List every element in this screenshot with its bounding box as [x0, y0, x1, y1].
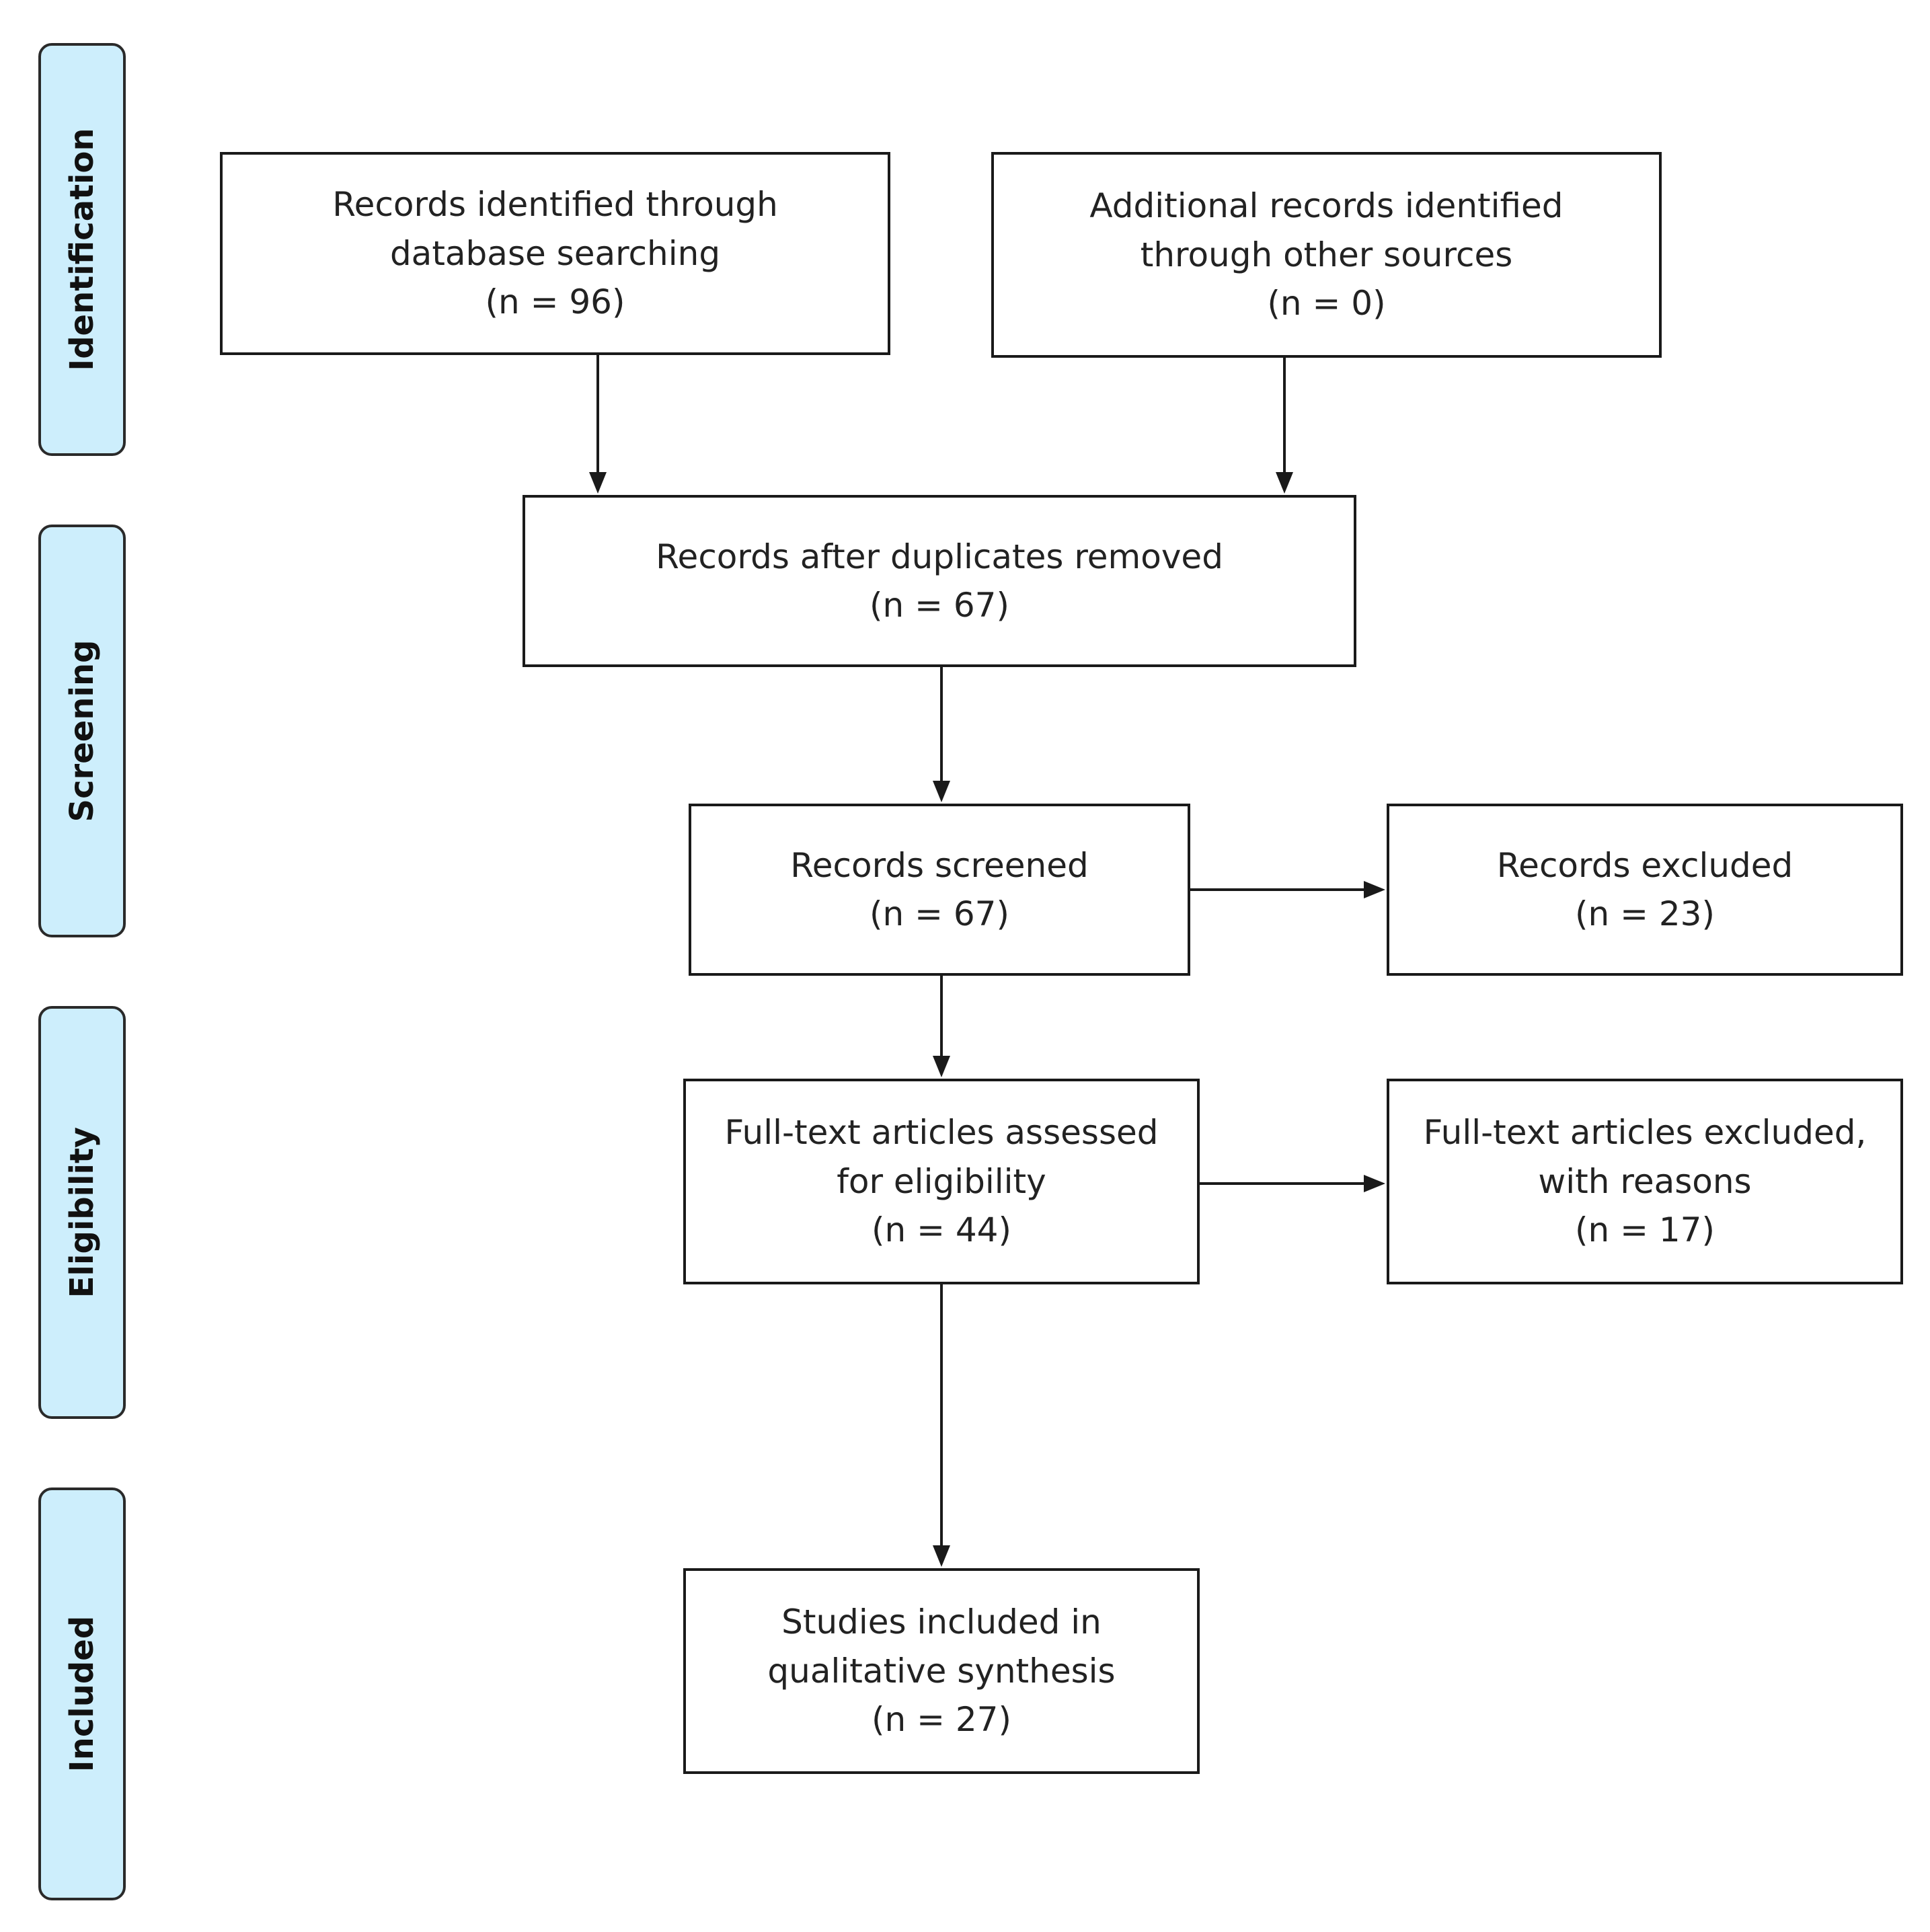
box-text-line: qualitative synthesis: [767, 1651, 1116, 1691]
box-text-line: for eligibility: [837, 1161, 1046, 1201]
box-database-records: Records identified through database sear…: [220, 152, 890, 355]
box-text-line: database searching: [389, 233, 721, 273]
box-text-line: Records after duplicates removed: [656, 537, 1223, 576]
phase-included: Included: [38, 1487, 126, 1900]
box-text-line: Records screened: [790, 845, 1089, 885]
box-text-line: Studies included in: [781, 1602, 1102, 1642]
arrowhead-down: [933, 1056, 950, 1077]
arrowhead-right: [1364, 1175, 1385, 1192]
phase-identification: Identification: [38, 43, 126, 456]
box-count: (n = 67): [869, 586, 1009, 625]
box-other-sources: Additional records identified through ot…: [991, 152, 1662, 358]
box-text-line: with reasons: [1538, 1161, 1752, 1201]
arrowhead-down: [933, 1545, 950, 1567]
box-fulltext-assessed: Full-text articles assessed for eligibil…: [683, 1079, 1200, 1284]
box-count: (n = 96): [485, 282, 625, 322]
box-count: (n = 67): [869, 894, 1009, 933]
phase-screening: Screening: [38, 525, 126, 937]
box-records-screened: Records screened (n = 67): [689, 804, 1190, 976]
box-text-line: Full-text articles excluded,: [1423, 1113, 1867, 1153]
box-included-studies: Studies included in qualitative synthesi…: [683, 1568, 1200, 1774]
box-records-excluded: Records excluded (n = 23): [1387, 804, 1903, 976]
box-count: (n = 27): [871, 1700, 1011, 1740]
box-text-line: Additional records identified: [1089, 186, 1564, 226]
box-text-line: Records excluded: [1496, 845, 1793, 885]
arrowhead-down: [589, 472, 607, 494]
box-count: (n = 0): [1267, 284, 1386, 323]
phase-eligibility: Eligibility: [38, 1006, 126, 1419]
box-text-line: Full-text articles assessed: [724, 1113, 1159, 1153]
box-after-duplicates: Records after duplicates removed (n = 67…: [523, 495, 1356, 667]
box-fulltext-excluded: Full-text articles excluded, with reason…: [1387, 1079, 1903, 1284]
box-count: (n = 44): [871, 1210, 1011, 1250]
box-count: (n = 17): [1574, 1210, 1715, 1250]
arrowhead-down: [1276, 472, 1293, 494]
box-count: (n = 23): [1574, 894, 1715, 933]
arrowhead-right: [1364, 881, 1385, 898]
box-text-line: through other sources: [1140, 235, 1513, 274]
arrowhead-down: [933, 781, 950, 802]
box-text-line: Records identified through: [332, 185, 778, 225]
